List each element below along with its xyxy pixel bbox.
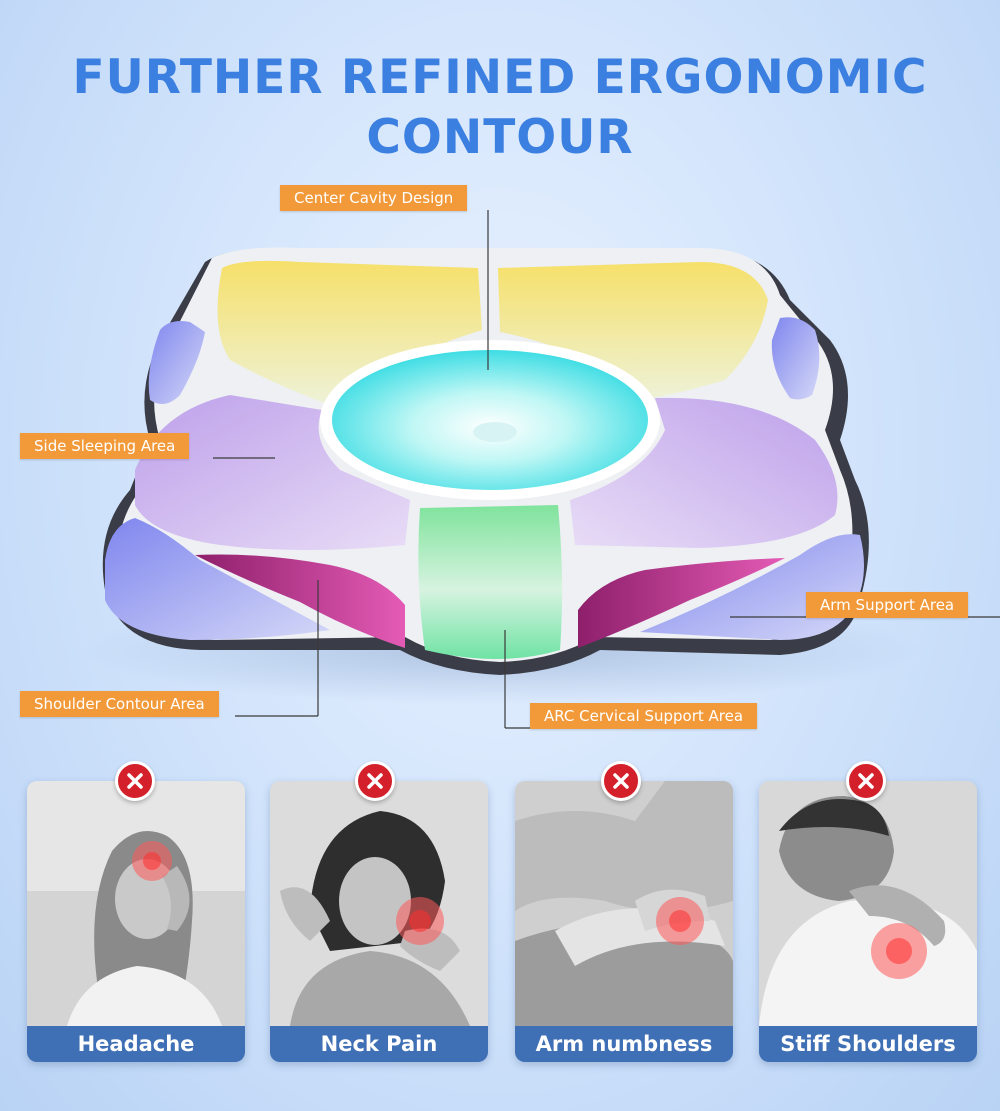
symptom-caption: Neck Pain: [270, 1026, 488, 1062]
stiff-shoulders-photo: [759, 781, 977, 1026]
shoulder-contour-label: Shoulder Contour Area: [20, 691, 219, 717]
x-mark-icon: [846, 761, 886, 801]
x-mark-icon: [601, 761, 641, 801]
symptom-card-neck-pain: Neck Pain: [270, 781, 488, 1062]
x-mark-icon: [115, 761, 155, 801]
center-cavity-label: Center Cavity Design: [280, 185, 468, 211]
symptom-caption: Stiff Shoulders: [759, 1026, 977, 1062]
side-sleeping-label: Side Sleeping Area: [20, 433, 190, 459]
arm-numbness-photo: [515, 781, 733, 1026]
headache-photo: [27, 781, 245, 1026]
symptom-card-arm-numbness: Arm numbness: [515, 781, 733, 1062]
symptom-card-stiff-shoulders: Stiff Shoulders: [759, 781, 977, 1062]
pillow-illustration: [80, 210, 1000, 729]
x-mark-icon: [355, 761, 395, 801]
title-line-2: CONTOUR: [366, 110, 634, 165]
arc-cervical-label: ARC Cervical Support Area: [530, 703, 758, 729]
title-line-1: FURTHER REFINED ERGONOMIC: [72, 50, 928, 105]
arm-support-label: Arm Support Area: [806, 592, 969, 618]
symptom-caption: Headache: [27, 1026, 245, 1062]
page-title: FURTHER REFINED ERGONOMIC CONTOUR: [0, 48, 1000, 168]
neck-pain-photo: [270, 781, 488, 1026]
symptom-caption: Arm numbness: [515, 1026, 733, 1062]
symptom-card-headache: Headache: [27, 781, 245, 1062]
